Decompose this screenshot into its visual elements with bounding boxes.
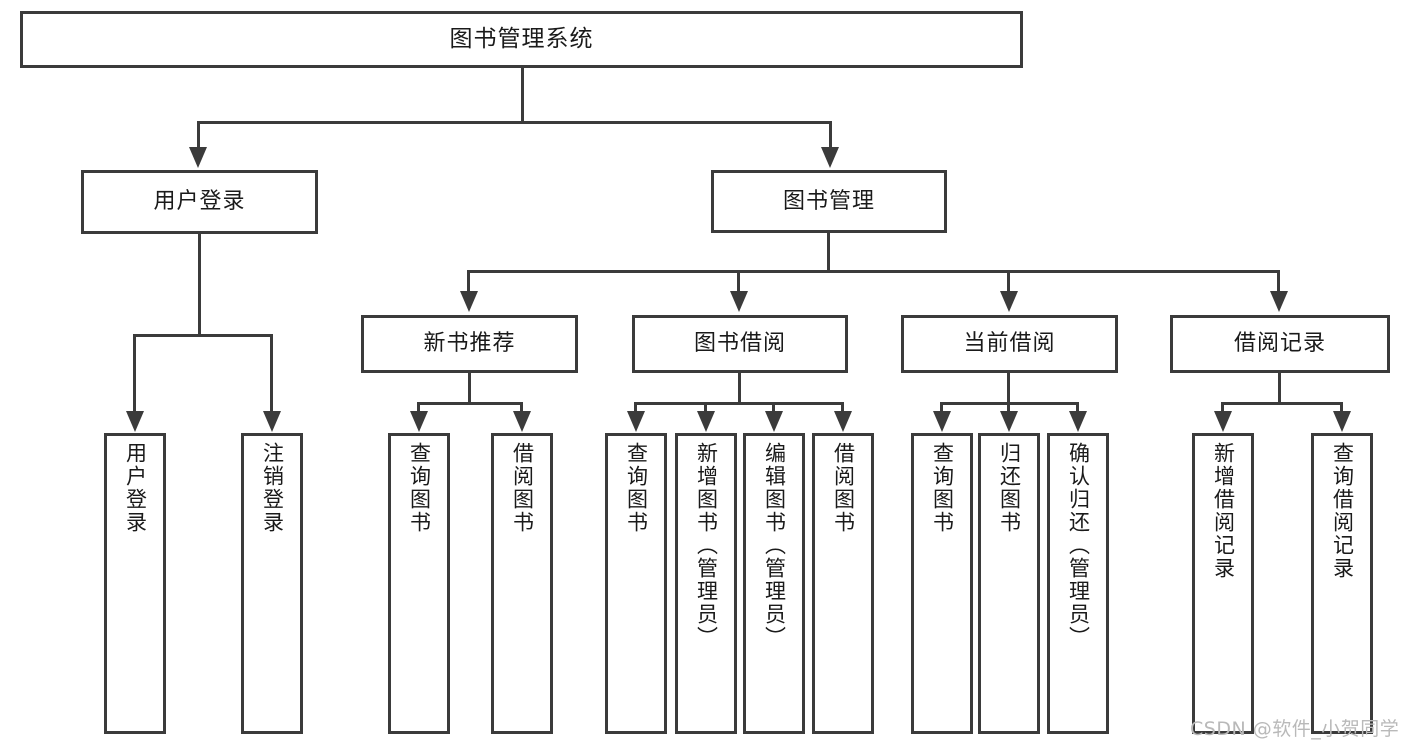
node-label: 注销登录: [260, 442, 285, 534]
connector-borrow-record-bar: [1221, 402, 1343, 405]
arrowhead-to-leaf-add-record: [1214, 411, 1232, 432]
connector-book-management-bar: [467, 270, 1280, 273]
connector-book-borrow-stem: [738, 373, 741, 403]
connector-to-book-borrow: [737, 270, 740, 293]
arrowhead-to-borrow-record: [1270, 291, 1288, 312]
node-borrow-record[interactable]: 借阅记录: [1170, 315, 1390, 373]
node-leaf-query-book-2[interactable]: 查询图书: [605, 433, 667, 734]
connector-to-leaf-user-login: [133, 334, 136, 413]
node-leaf-query-record[interactable]: 查询借阅记录: [1311, 433, 1373, 734]
arrowhead-to-leaf-borrow-book-2: [834, 411, 852, 432]
node-label: 归还图书: [997, 442, 1022, 534]
connector-book-borrow-bar: [634, 402, 844, 405]
connector-to-leaf-query-book-3: [940, 402, 943, 413]
node-label: 查询图书: [930, 442, 955, 534]
node-book-management[interactable]: 图书管理: [711, 170, 947, 233]
connector-root-to-book-management: [829, 121, 832, 149]
arrowhead-to-book-borrow: [730, 291, 748, 312]
node-leaf-borrow-book-1[interactable]: 借阅图书: [491, 433, 553, 734]
node-label: 借阅图书: [831, 442, 856, 534]
node-label: 查询图书: [624, 442, 649, 534]
connector-root-stem: [521, 68, 524, 121]
node-label: 用户登录: [153, 189, 246, 215]
node-book-management-system[interactable]: 图书管理系统: [20, 11, 1023, 68]
arrowhead-to-leaf-user-login: [126, 411, 144, 432]
arrowhead-to-leaf-edit-book: [765, 411, 783, 432]
node-leaf-add-book[interactable]: 新增图书（管理员）: [675, 433, 737, 734]
node-leaf-query-book-3[interactable]: 查询图书: [911, 433, 973, 734]
connector-root-to-user-login: [197, 121, 200, 149]
connector-current-borrow-stem: [1007, 373, 1010, 403]
node-user-login[interactable]: 用户登录: [81, 170, 318, 234]
arrowhead-to-leaf-query-book-2: [627, 411, 645, 432]
arrowhead-to-leaf-query-book-1: [410, 411, 428, 432]
connector-to-leaf-confirm-return: [1076, 402, 1079, 413]
connector-to-new-book-recommend: [467, 270, 470, 293]
connector-to-leaf-return-book: [1007, 402, 1010, 413]
node-leaf-logout[interactable]: 注销登录: [241, 433, 303, 734]
node-label: 用户登录: [123, 442, 148, 534]
arrowhead-to-leaf-add-book: [697, 411, 715, 432]
connector-to-leaf-query-book-1: [417, 402, 420, 413]
arrowhead-to-leaf-borrow-book-1: [513, 411, 531, 432]
connector-to-leaf-add-book: [704, 402, 707, 413]
arrowhead-to-leaf-confirm-return: [1069, 411, 1087, 432]
node-leaf-confirm-return[interactable]: 确认归还（管理员）: [1047, 433, 1109, 734]
node-book-borrow[interactable]: 图书借阅: [632, 315, 848, 373]
csdn-watermark: CSDN @软件_小贺同学: [1190, 718, 1400, 740]
connector-to-leaf-query-book-2: [634, 402, 637, 413]
node-label: 新增图书（管理员）: [694, 442, 719, 649]
connector-book-management-stem: [827, 233, 830, 271]
node-label: 图书管理系统: [449, 26, 594, 53]
connector-to-leaf-borrow-book-2: [841, 402, 844, 413]
node-label: 图书借阅: [693, 331, 786, 357]
arrowhead-to-leaf-return-book: [1000, 411, 1018, 432]
connector-to-leaf-borrow-book-1: [520, 402, 523, 413]
connector-to-current-borrow: [1007, 270, 1010, 293]
connector-user-login-bar: [133, 334, 273, 337]
arrowhead-to-book-management: [821, 147, 839, 168]
arrowhead-to-leaf-query-record: [1333, 411, 1351, 432]
node-leaf-return-book[interactable]: 归还图书: [978, 433, 1040, 734]
node-leaf-edit-book[interactable]: 编辑图书（管理员）: [743, 433, 805, 734]
node-leaf-query-book-1[interactable]: 查询图书: [388, 433, 450, 734]
node-label: 查询图书: [407, 442, 432, 534]
node-new-book-recommend[interactable]: 新书推荐: [361, 315, 578, 373]
node-label: 确认归还（管理员）: [1066, 442, 1091, 649]
node-label: 当前借阅: [963, 331, 1056, 357]
connector-root-bar: [197, 121, 832, 124]
node-label: 新书推荐: [423, 331, 516, 357]
connector-to-leaf-logout: [270, 334, 273, 413]
connector-to-leaf-add-record: [1221, 402, 1224, 413]
node-label: 借阅记录: [1233, 331, 1326, 357]
node-label: 编辑图书（管理员）: [762, 442, 787, 649]
arrowhead-to-new-book-recommend: [460, 291, 478, 312]
connector-borrow-record-stem: [1278, 373, 1281, 403]
connector-new-book-recommend-bar: [417, 402, 523, 405]
node-leaf-borrow-book-2[interactable]: 借阅图书: [812, 433, 874, 734]
node-label: 新增借阅记录: [1211, 442, 1236, 580]
connector-to-borrow-record: [1277, 270, 1280, 293]
arrowhead-to-current-borrow: [1000, 291, 1018, 312]
connector-new-book-recommend-stem: [468, 373, 471, 403]
node-current-borrow[interactable]: 当前借阅: [901, 315, 1118, 373]
arrowhead-to-leaf-query-book-3: [933, 411, 951, 432]
node-leaf-user-login[interactable]: 用户登录: [104, 433, 166, 734]
connector-to-leaf-edit-book: [772, 402, 775, 413]
connector-to-leaf-query-record: [1340, 402, 1343, 413]
arrowhead-to-user-login: [189, 147, 207, 168]
arrowhead-to-leaf-logout: [263, 411, 281, 432]
node-label: 图书管理: [782, 188, 875, 214]
node-label: 借阅图书: [510, 442, 535, 534]
connector-user-login-stem: [198, 234, 201, 334]
node-label: 查询借阅记录: [1330, 442, 1355, 580]
node-leaf-add-record[interactable]: 新增借阅记录: [1192, 433, 1254, 734]
